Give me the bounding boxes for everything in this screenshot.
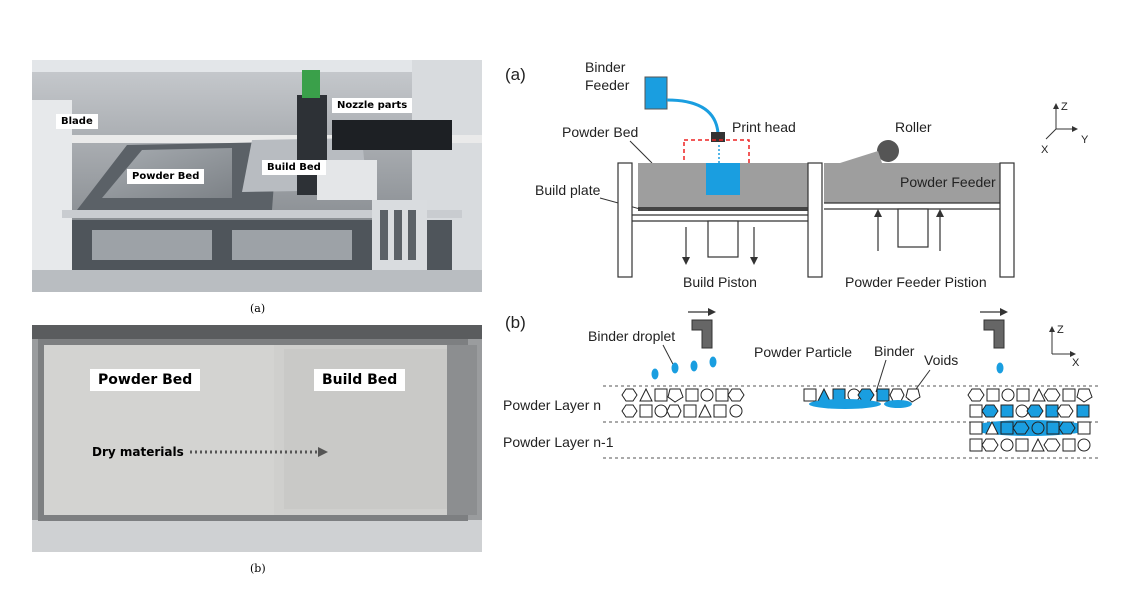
axis-y-label: Y [1081,134,1089,146]
powder-feeder-label: Powder Feeder [900,174,996,190]
print-head-2 [983,319,1005,349]
photo-label-powder-bed-b: Powder Bed [90,369,201,391]
build-chamber-wall-left [617,162,633,278]
powder-layer-diagram: (b) Binder droplet Powder Particle Binde… [503,308,1100,459]
print-head-1 [691,319,713,349]
roller-label: Roller [895,119,932,135]
powder-bed-photo: Powder Bed Build Bed Dry materials [32,325,482,552]
powder-layer-n1-label: Powder Layer n-1 [503,434,614,450]
build-plate [638,207,808,211]
powder-feeder [824,163,1000,203]
powder-feeder-piston-label: Powder Feeder Pistion [845,274,987,290]
build-plate-label: Build plate [535,182,601,198]
diagram-b-panel-label: (b) [505,313,526,332]
axis-x-label-b: X [1072,357,1080,369]
diagram-a-panel-label: (a) [505,65,526,84]
binder-label: Binder [874,343,915,359]
print-head [711,132,725,142]
photo-label-build-bed: Build Bed [262,160,326,175]
particles-group-3 [967,387,1093,452]
printer-photo-drawing [32,60,482,292]
axis-x-label: X [1041,144,1049,156]
photo-b-caption: (b) [250,562,266,575]
powder-particle-label: Powder Particle [754,344,852,360]
build-piston-label: Build Piston [683,274,757,290]
powder-bed-label: Powder Bed [562,124,638,140]
dry-materials-arrow [190,447,328,457]
voids-label: Voids [924,352,958,368]
powder-layer-n-label: Powder Layer n [503,397,601,413]
photo-label-build-bed-b: Build Bed [314,369,406,391]
axis-triad-b: Z X [1049,324,1080,369]
photo-label-blade: Blade [56,114,98,129]
feeder-piston [897,208,929,248]
axis-z-label-b: Z [1057,324,1064,336]
binder-droplet-label: Binder droplet [588,328,675,344]
binder-jetting-system-diagram: (a) Binder Feeder Print head Powder Bed … [505,59,1089,290]
particles-group-1 [621,387,745,418]
print-head-label: Print head [732,119,796,135]
axis-triad-a: Z Y X [1041,101,1089,156]
axis-z-label: Z [1061,101,1068,113]
feeder-wall-right [999,162,1015,278]
particles-group-2 [803,387,921,409]
photo-label-powder-bed: Powder Bed [127,169,205,184]
photo-label-dry-materials: Dry materials [92,445,184,459]
binder-tube [666,98,720,134]
roller [877,140,899,162]
binder-feeder-label-1: Binder [585,59,626,75]
photo-label-nozzle-parts: Nozzle parts [332,98,413,113]
printed-part [706,163,740,195]
build-piston [707,220,739,258]
binder-feeder-label-2: Feeder [585,77,630,93]
binder-feeder-tank [644,76,668,110]
photo-a-caption: (a) [250,302,266,315]
printer-photo: Blade Powder Bed Build Bed Nozzle parts [32,60,482,292]
build-chamber-wall-right [807,162,823,278]
powder-bed-photo-drawing [32,325,482,552]
